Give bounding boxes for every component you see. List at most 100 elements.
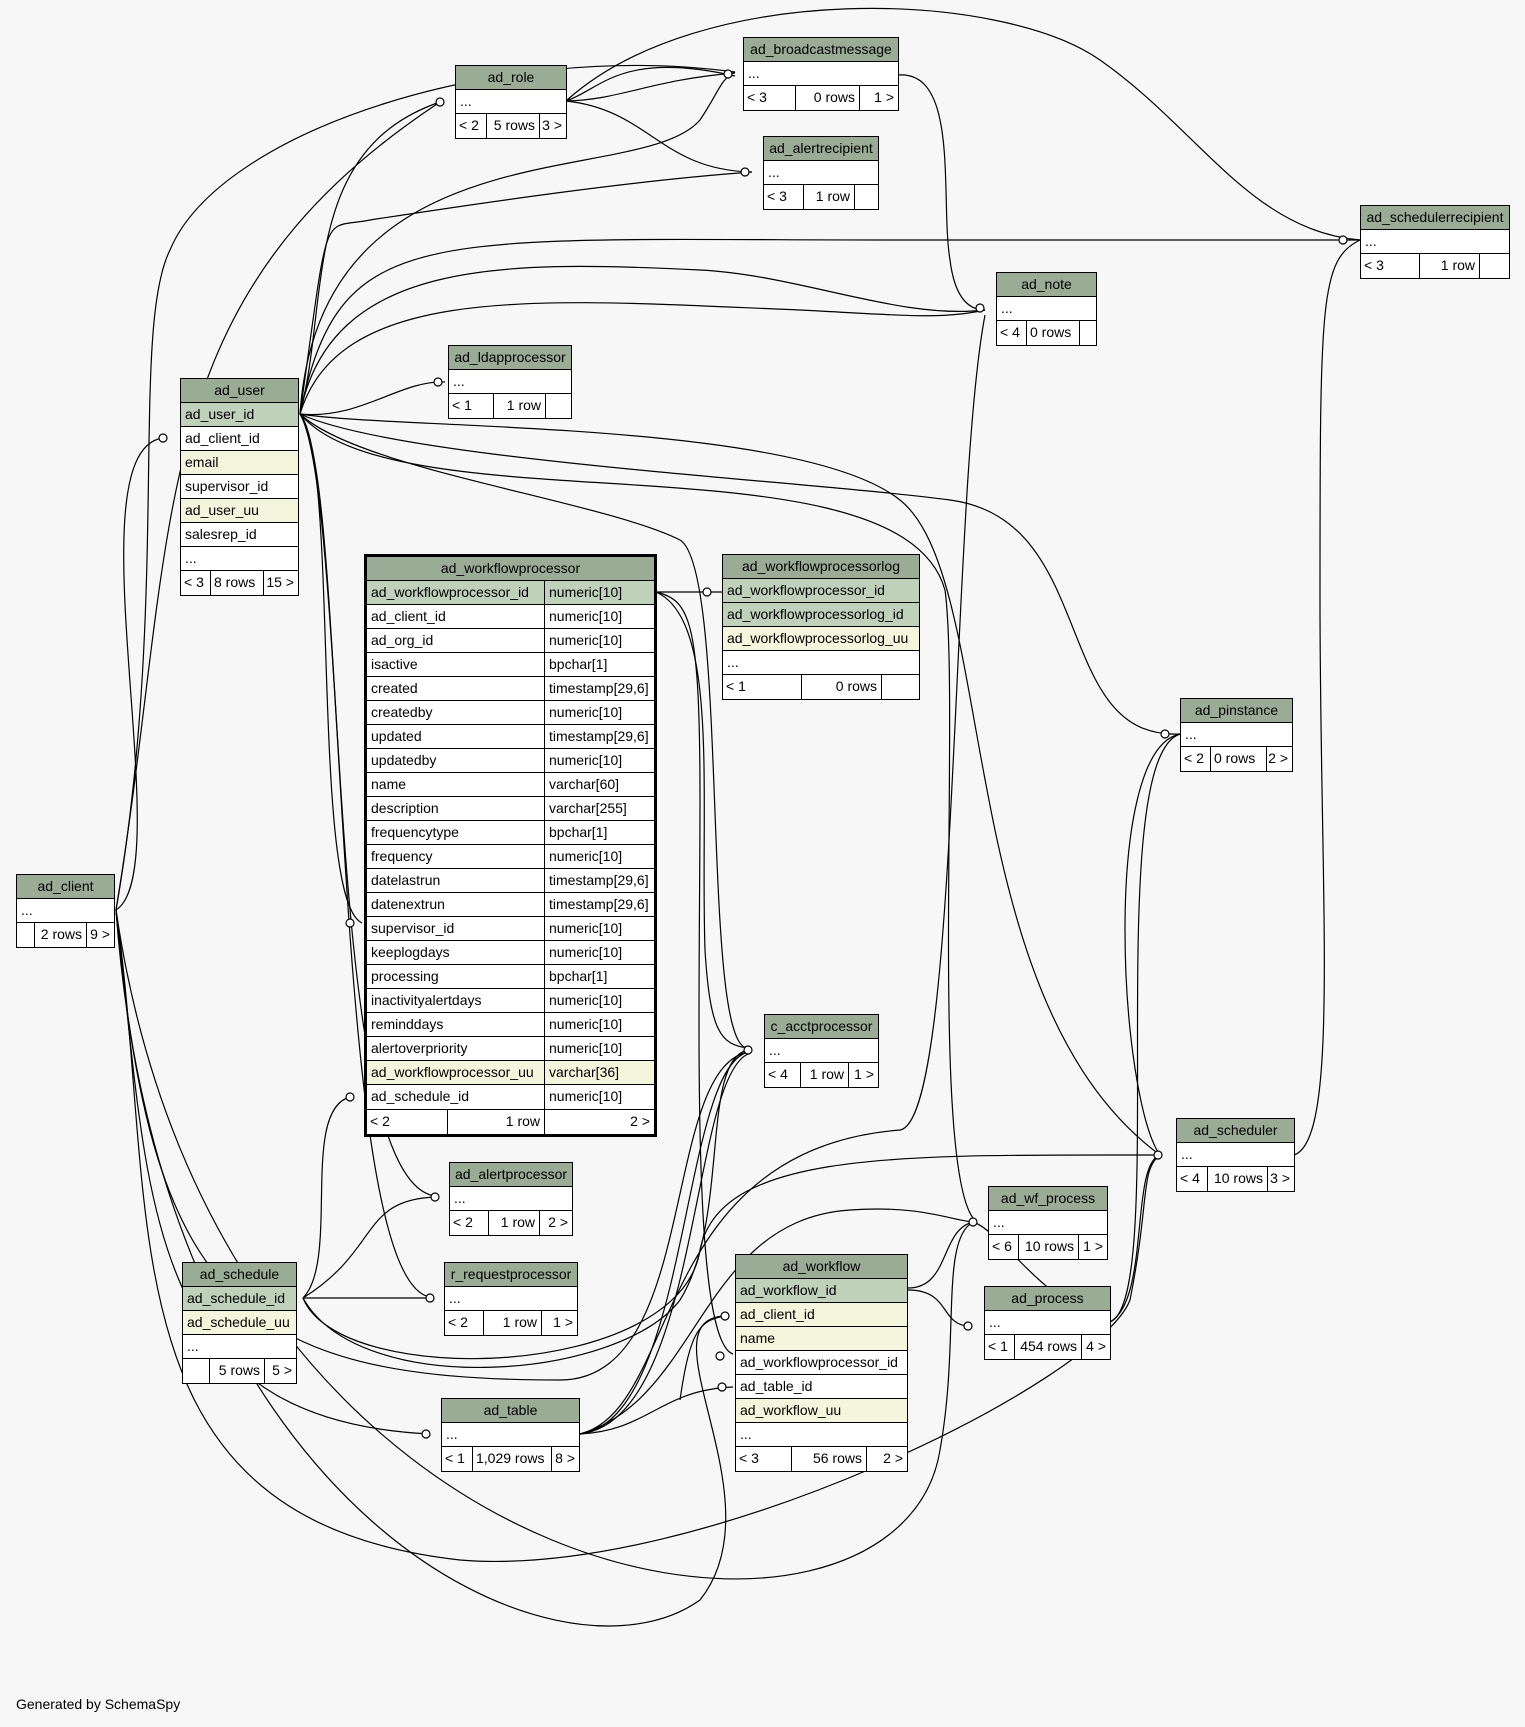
children-count[interactable]: 8 > bbox=[551, 1447, 579, 1471]
children-count[interactable]: 2 > bbox=[1266, 747, 1292, 771]
table-title[interactable]: ad_process bbox=[985, 1287, 1110, 1311]
parents-count[interactable]: < 2 bbox=[448, 1314, 468, 1330]
children-count[interactable] bbox=[1079, 321, 1096, 345]
column-name[interactable]: name bbox=[740, 1330, 776, 1346]
column-ellipsis[interactable]: ... bbox=[993, 1214, 1005, 1230]
children-count[interactable]: 9 > bbox=[86, 923, 114, 947]
parents-count[interactable]: < 1 bbox=[452, 397, 472, 413]
parents-count[interactable] bbox=[17, 923, 34, 947]
parents-count[interactable]: < 1 bbox=[726, 678, 746, 694]
table-title[interactable]: ad_alertprocessor bbox=[450, 1163, 572, 1187]
column-ad_table_id[interactable]: ad_table_id bbox=[740, 1378, 813, 1394]
column-ad_workflow_id[interactable]: ad_workflow_id bbox=[740, 1282, 837, 1298]
column-ad_client_id[interactable]: ad_client_id bbox=[740, 1306, 815, 1322]
column-ad_schedule_id[interactable]: ad_schedule_id bbox=[187, 1290, 286, 1306]
column-ellipsis[interactable]: ... bbox=[1365, 233, 1377, 249]
column-ellipsis[interactable]: ... bbox=[748, 65, 760, 81]
column-ellipsis[interactable]: ... bbox=[727, 654, 739, 670]
children-count[interactable]: 2 > bbox=[539, 1211, 572, 1235]
children-count[interactable]: 2 > bbox=[544, 1110, 654, 1134]
column-ellipsis[interactable]: ... bbox=[989, 1314, 1001, 1330]
table-title[interactable]: ad_table bbox=[442, 1399, 579, 1423]
column-ad_client_id[interactable]: ad_client_id bbox=[185, 430, 260, 446]
column-ad_workflowprocessorlog_uu[interactable]: ad_workflowprocessorlog_uu bbox=[727, 630, 909, 646]
table-ad_broadcastmessage[interactable]: ad_broadcastmessage ... < 3 0 rows 1 > bbox=[743, 37, 899, 111]
table-ad_process[interactable]: ad_process ... < 1 454 rows 4 > bbox=[984, 1286, 1111, 1360]
table-r_requestprocessor[interactable]: r_requestprocessor ... < 2 1 row 1 > bbox=[444, 1262, 578, 1336]
parents-count[interactable]: < 2 bbox=[453, 1214, 473, 1230]
table-ad_role[interactable]: ad_role ... < 2 5 rows 3 > bbox=[455, 65, 567, 139]
table-title[interactable]: ad_workflow bbox=[736, 1255, 907, 1279]
table-ad_wf_process[interactable]: ad_wf_process ... < 6 10 rows 1 > bbox=[988, 1186, 1108, 1260]
parents-count[interactable]: < 6 bbox=[992, 1238, 1012, 1254]
children-count[interactable]: 3 > bbox=[1267, 1167, 1294, 1191]
column-ellipsis[interactable]: ... bbox=[187, 1338, 199, 1354]
children-count[interactable] bbox=[1479, 254, 1509, 278]
table-ad_table[interactable]: ad_table ... < 1 1,029 rows 8 > bbox=[441, 1398, 580, 1472]
table-title[interactable]: ad_client bbox=[17, 875, 114, 899]
table-title[interactable]: ad_workflowprocessor bbox=[367, 557, 654, 581]
column-ad_workflowprocessor_id[interactable]: ad_workflowprocessor_id bbox=[727, 582, 885, 598]
parents-count[interactable]: < 4 bbox=[1000, 324, 1020, 340]
parents-count[interactable] bbox=[183, 1359, 209, 1383]
table-ad_user[interactable]: ad_user ad_user_id ad_client_id email su… bbox=[180, 378, 299, 596]
children-count[interactable]: 5 > bbox=[264, 1359, 296, 1383]
parents-count[interactable]: < 2 bbox=[459, 117, 479, 133]
table-title[interactable]: ad_scheduler bbox=[1177, 1119, 1294, 1143]
column-ellipsis[interactable]: ... bbox=[21, 902, 33, 918]
column-ellipsis[interactable]: ... bbox=[446, 1426, 458, 1442]
table-ad_scheduler[interactable]: ad_scheduler ... < 4 10 rows 3 > bbox=[1176, 1118, 1295, 1192]
column-ellipsis[interactable]: ... bbox=[185, 550, 197, 566]
children-count[interactable] bbox=[545, 394, 571, 418]
table-ad_ldapprocessor[interactable]: ad_ldapprocessor ... < 1 1 row bbox=[448, 345, 572, 419]
table-title[interactable]: ad_workflowprocessorlog bbox=[723, 555, 919, 579]
column-ad_user_uu[interactable]: ad_user_uu bbox=[185, 502, 259, 518]
table-ad_alertprocessor[interactable]: ad_alertprocessor ... < 2 1 row 2 > bbox=[449, 1162, 573, 1236]
children-count[interactable]: 1 > bbox=[1078, 1235, 1107, 1259]
children-count[interactable]: 4 > bbox=[1081, 1335, 1110, 1359]
parents-count[interactable]: < 4 bbox=[1180, 1170, 1200, 1186]
table-c_acctprocessor[interactable]: c_acctprocessor ... < 4 1 row 1 > bbox=[764, 1014, 879, 1088]
table-title[interactable]: ad_role bbox=[456, 66, 566, 90]
table-title[interactable]: r_requestprocessor bbox=[445, 1263, 577, 1287]
children-count[interactable] bbox=[881, 675, 919, 699]
column-ellipsis[interactable]: ... bbox=[768, 164, 780, 180]
table-title[interactable]: ad_alertrecipient bbox=[764, 137, 878, 161]
parents-count[interactable]: < 2 bbox=[1184, 750, 1204, 766]
column-ellipsis[interactable]: ... bbox=[1185, 726, 1197, 742]
table-ad_schedule[interactable]: ad_schedule ad_schedule_id ad_schedule_u… bbox=[182, 1262, 297, 1384]
column-ad_workflow_uu[interactable]: ad_workflow_uu bbox=[740, 1402, 842, 1418]
column-ellipsis[interactable]: ... bbox=[453, 373, 465, 389]
parents-count[interactable]: < 3 bbox=[767, 188, 787, 204]
children-count[interactable]: 1 > bbox=[541, 1311, 577, 1335]
table-ad_pinstance[interactable]: ad_pinstance ... < 2 0 rows 2 > bbox=[1180, 698, 1293, 772]
table-ad_client[interactable]: ad_client ... 2 rows 9 > bbox=[16, 874, 115, 948]
table-ad_workflowprocessorlog[interactable]: ad_workflowprocessorlog ad_workflowproce… bbox=[722, 554, 920, 700]
table-ad_note[interactable]: ad_note ... < 4 0 rows bbox=[996, 272, 1097, 346]
parents-count[interactable]: < 2 bbox=[370, 1113, 390, 1129]
table-ad_alertrecipient[interactable]: ad_alertrecipient ... < 3 1 row bbox=[763, 136, 879, 210]
column-salesrep_id[interactable]: salesrep_id bbox=[185, 526, 257, 542]
children-count[interactable]: 1 > bbox=[848, 1063, 878, 1087]
children-count[interactable]: 3 > bbox=[539, 114, 566, 138]
column-ellipsis[interactable]: ... bbox=[769, 1042, 781, 1058]
table-ad_schedulerrecipient[interactable]: ad_schedulerrecipient ... < 3 1 row bbox=[1360, 205, 1510, 279]
column-ad_workflowprocessor_id[interactable]: ad_workflowprocessor_id bbox=[740, 1354, 898, 1370]
table-title[interactable]: ad_broadcastmessage bbox=[744, 38, 898, 62]
